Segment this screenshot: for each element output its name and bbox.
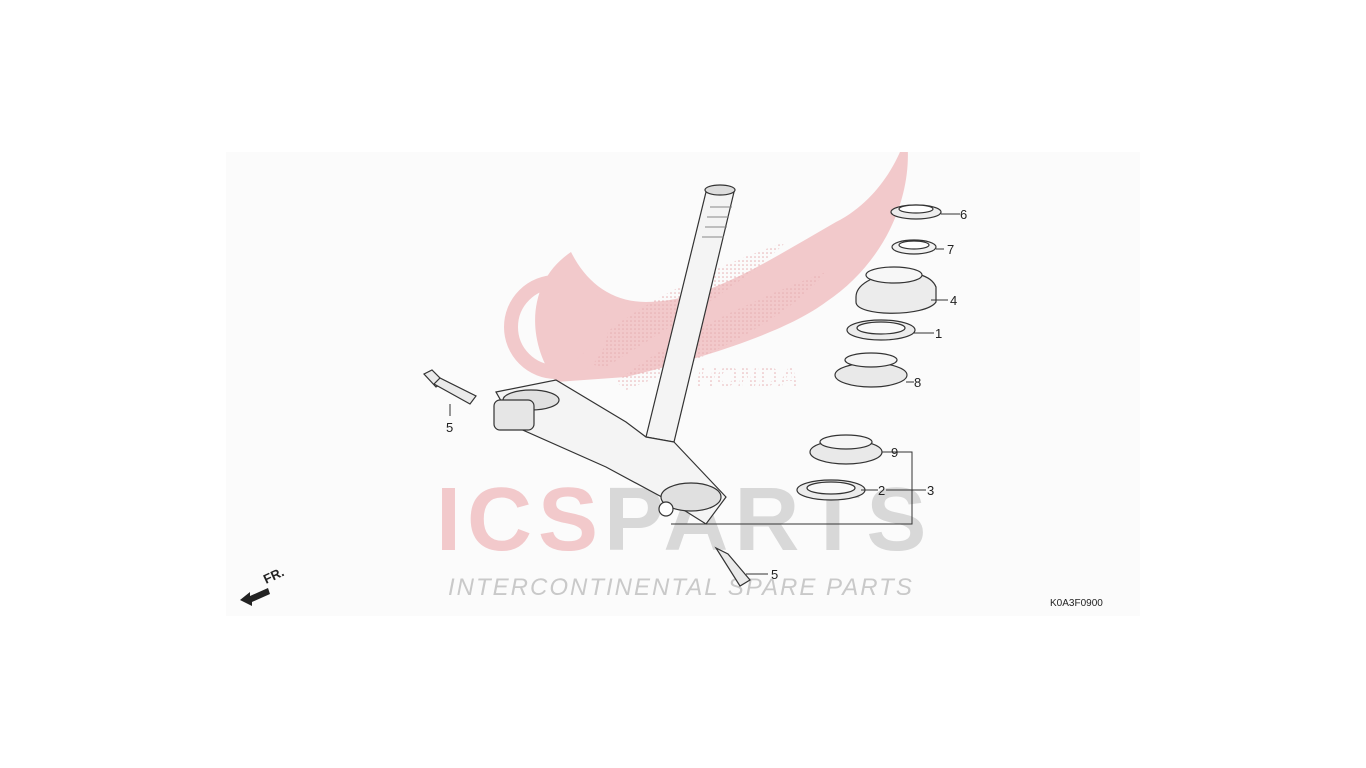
callout-5-lower: 5 [771,567,778,582]
part-4-adjust-nut [855,266,937,314]
callout-3: 3 [927,483,934,498]
callout-4: 4 [950,293,957,308]
part-9-bearing [809,434,883,465]
callout-1: 1 [935,326,942,341]
callout-7: 7 [947,242,954,257]
wing-logo-text: HONDA [696,361,799,392]
part-1-dust-seal [846,319,916,341]
callout-8: 8 [914,375,921,390]
parts-diagram: HONDA ICSPARTS INTERCONTINENTAL SPARE PA… [240,152,1103,609]
figure-code: K0A3F0900 [1050,598,1103,609]
part-7-lock-washer [891,239,937,255]
part-8-bearing [834,352,908,388]
front-label: FR. [261,564,286,586]
callout-6: 6 [960,207,967,222]
bolt-lower [714,546,751,587]
callout-2: 2 [878,483,885,498]
tagline-watermark: INTERCONTINENTAL SPARE PARTS [448,574,914,601]
part-2-dust-seal [796,479,866,501]
steering-stem [493,184,736,525]
callout-5-upper: 5 [446,420,453,435]
diagram-panel: HONDA ICSPARTS INTERCONTINENTAL SPARE PA… [226,152,1140,616]
callout-9: 9 [891,445,898,460]
leader-lines [449,213,960,575]
part-6-lock-nut [890,204,942,220]
front-arrow-icon [240,588,270,606]
bolt-upper [423,369,477,405]
